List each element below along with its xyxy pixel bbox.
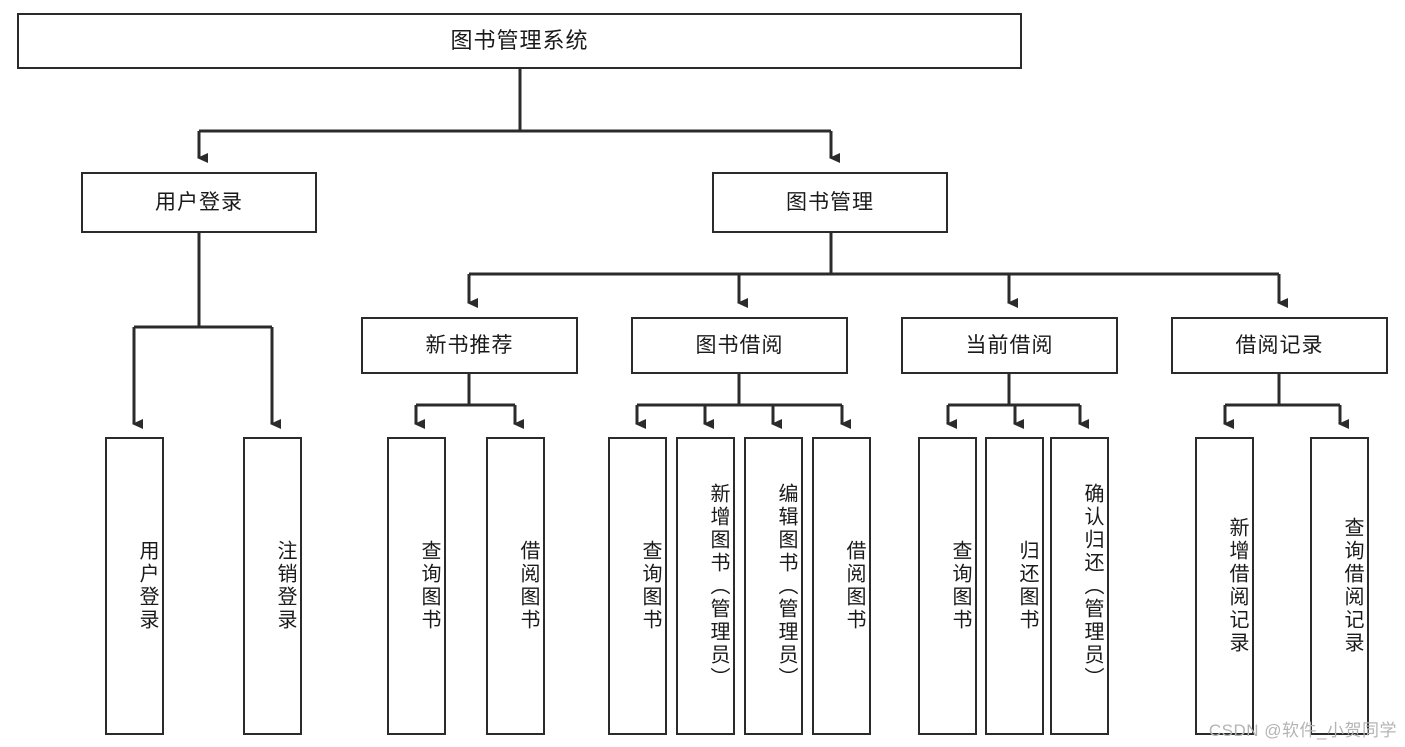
node-label: 新增借阅记录 <box>1226 517 1248 655</box>
node-root-system[interactable]: 图书管理系统 <box>17 13 1022 69</box>
node-label: 图书管理 <box>786 190 874 214</box>
leaf-query-book-borrow[interactable]: 查询图书 <box>608 437 667 735</box>
node-book-management[interactable]: 图书管理 <box>712 172 948 233</box>
node-label: 借阅图书 <box>517 540 539 632</box>
leaf-query-book-current[interactable]: 查询图书 <box>918 437 977 735</box>
node-label: 注销登录 <box>274 540 296 632</box>
node-borrow-records[interactable]: 借阅记录 <box>1171 317 1388 374</box>
node-current-borrow[interactable]: 当前借阅 <box>901 317 1118 374</box>
leaf-user-login[interactable]: 用户登录 <box>105 437 164 735</box>
node-label: 借阅记录 <box>1235 333 1324 357</box>
node-label: 编辑图书（管理员） <box>775 482 797 690</box>
node-label: 查询图书 <box>949 540 971 632</box>
leaf-borrow-book-recommend[interactable]: 借阅图书 <box>486 437 545 735</box>
leaf-edit-book-admin[interactable]: 编辑图书（管理员） <box>744 437 803 735</box>
node-label: 查询图书 <box>639 540 661 632</box>
node-label: 图书借阅 <box>695 333 784 357</box>
node-label: 用户登录 <box>136 540 158 632</box>
leaf-return-book[interactable]: 归还图书 <box>985 437 1044 735</box>
node-book-borrow[interactable]: 图书借阅 <box>631 317 848 374</box>
node-label: 新增图书（管理员） <box>707 482 729 690</box>
node-new-book-recommend[interactable]: 新书推荐 <box>361 317 578 374</box>
node-user-login[interactable]: 用户登录 <box>81 172 317 233</box>
node-label: 借阅图书 <box>843 540 865 632</box>
node-label: 新书推荐 <box>425 333 514 357</box>
leaf-query-borrow-record[interactable]: 查询借阅记录 <box>1310 437 1369 735</box>
node-label: 归还图书 <box>1016 540 1038 632</box>
node-label: 确认归还（管理员） <box>1081 482 1103 690</box>
leaf-confirm-return-admin[interactable]: 确认归还（管理员） <box>1050 437 1109 735</box>
node-label: 当前借阅 <box>965 333 1054 357</box>
leaf-add-book-admin[interactable]: 新增图书（管理员） <box>676 437 735 735</box>
node-label: 查询图书 <box>418 540 440 632</box>
node-label: 用户登录 <box>155 190 243 214</box>
leaf-logout[interactable]: 注销登录 <box>243 437 302 735</box>
leaf-borrow-book[interactable]: 借阅图书 <box>812 437 871 735</box>
leaf-query-book-recommend[interactable]: 查询图书 <box>387 437 446 735</box>
leaf-add-borrow-record[interactable]: 新增借阅记录 <box>1195 437 1254 735</box>
node-label: 图书管理系统 <box>450 27 589 53</box>
csdn-watermark: CSDN @软件_小贺同学 <box>1208 721 1397 740</box>
node-label: 查询借阅记录 <box>1341 517 1363 655</box>
